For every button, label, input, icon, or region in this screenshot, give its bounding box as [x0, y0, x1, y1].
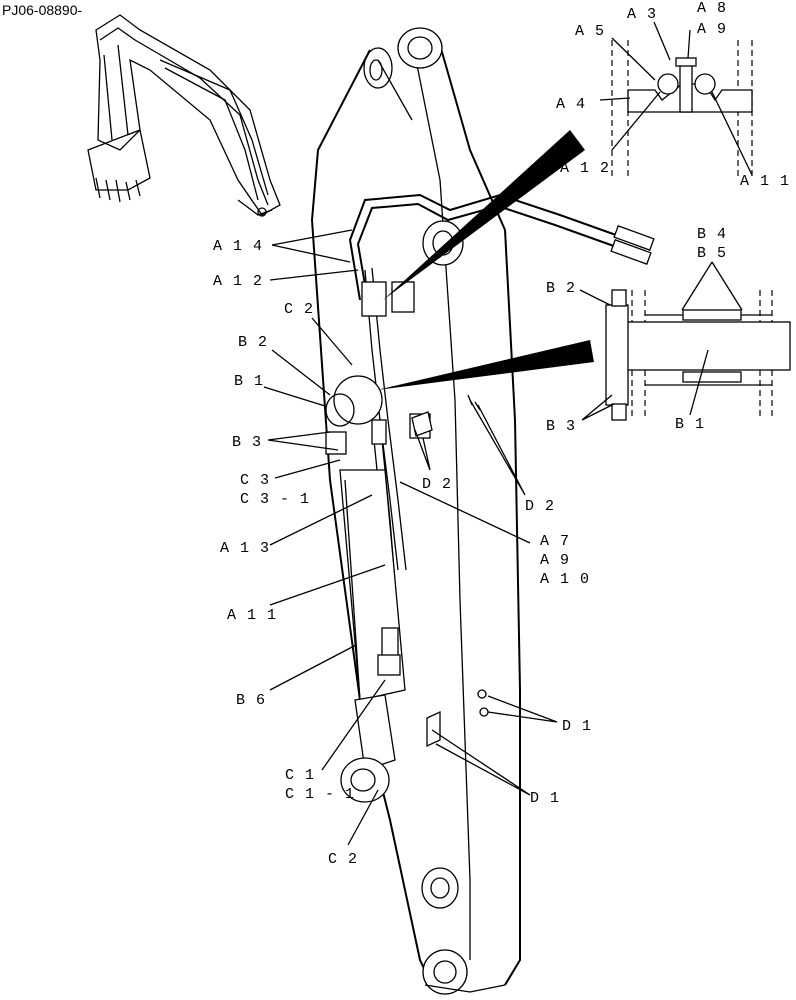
label-b3-detail: B 3	[546, 418, 576, 435]
label-a12-detail: A 1 2	[560, 160, 610, 177]
label-d1-lower: D 1	[530, 790, 560, 807]
arm-body	[310, 27, 521, 995]
label-d2-right: D 2	[525, 498, 555, 515]
label-b5: B 5	[697, 245, 727, 262]
label-b6: B 6	[236, 692, 266, 709]
label-b1-detail: B 1	[675, 416, 705, 433]
label-a11: A 1 1	[227, 607, 277, 624]
detail-callout-upper	[383, 130, 585, 300]
label-d1-upper: D 1	[562, 718, 592, 735]
leader-lines	[263, 21, 753, 846]
label-a14: A 1 4	[213, 238, 263, 255]
label-c1-1: C 1 - 1	[285, 786, 355, 803]
detail-view-hose-clamp	[611, 40, 753, 180]
small-fasteners	[411, 394, 489, 748]
label-a5: A 5	[575, 23, 605, 40]
label-a12: A 1 2	[213, 273, 263, 290]
label-c2-bottom: C 2	[328, 851, 358, 868]
hydraulic-cylinder	[325, 281, 431, 803]
detail-callout-lower	[377, 340, 594, 390]
label-a11-detail: A 1 1	[740, 173, 790, 190]
label-b3: B 3	[232, 434, 262, 451]
label-c3: C 3	[240, 472, 270, 489]
part-labels: A 1 4 A 1 2 C 2 B 2 B 1 B 3 C 3 C 3 - 1 …	[213, 0, 790, 868]
label-a4: A 4	[556, 96, 586, 113]
label-a8: A 8	[697, 0, 727, 17]
label-a9-detail: A 9	[697, 21, 727, 38]
drawing-id: PJ06-08890-	[2, 2, 83, 18]
label-c2-top: C 2	[284, 301, 314, 318]
label-c1: C 1	[285, 767, 315, 784]
label-a13: A 1 3	[220, 540, 270, 557]
label-d2-center: D 2	[422, 476, 452, 493]
label-b4: B 4	[697, 226, 727, 243]
label-c3-1: C 3 - 1	[240, 491, 310, 508]
label-a3: A 3	[627, 6, 657, 23]
label-b2: B 2	[238, 334, 268, 351]
label-a7: A 7	[540, 533, 570, 550]
label-a9-center: A 9	[540, 552, 570, 569]
overview-arm-illustration	[87, 14, 281, 217]
label-b1: B 1	[234, 373, 264, 390]
detail-view-pin	[605, 289, 791, 421]
label-b2-detail: B 2	[546, 280, 576, 297]
label-a10: A 1 0	[540, 571, 590, 588]
